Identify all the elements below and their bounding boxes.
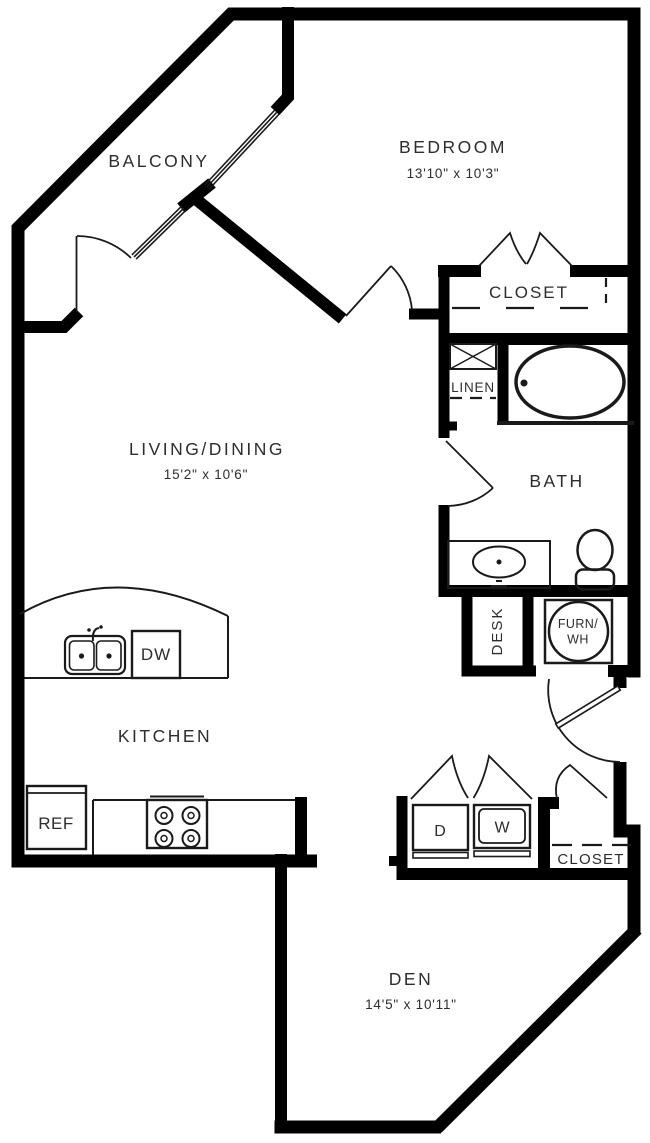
entry-door-leaf xyxy=(554,684,622,730)
desk-label: DESK xyxy=(489,607,506,656)
sink-basin-right xyxy=(95,640,122,671)
bedroom-dims: 13'10" x 10'3" xyxy=(407,166,500,181)
den-dims: 14'5" x 10'11" xyxy=(365,997,457,1012)
burner-center xyxy=(160,811,168,820)
burner-center xyxy=(187,834,195,843)
washer-label: W xyxy=(494,820,510,837)
bedroom-door-arc xyxy=(390,265,413,311)
entry-closet-label: CLOSET xyxy=(557,851,624,868)
entry-door-arc xyxy=(547,678,621,763)
furnace-label-line1: FURN/ xyxy=(558,617,598,631)
slider-panel1-edge xyxy=(204,109,276,186)
burner-icon xyxy=(154,806,174,825)
refrigerator-label: REF xyxy=(38,814,74,833)
living-dining-dims: 15'2" x 10'6" xyxy=(164,467,248,482)
sink-basin-left xyxy=(68,640,95,671)
dashed-lines xyxy=(450,278,631,847)
bedroom-label: BEDROOM xyxy=(399,137,507,157)
balcony-door-arc xyxy=(76,235,132,259)
dryer-label: D xyxy=(434,823,446,840)
tub-faucet-icon xyxy=(520,379,528,387)
burner-icon xyxy=(181,829,201,848)
bathtub-icon xyxy=(514,344,626,420)
vanity-counter xyxy=(447,540,551,589)
slider-panel2-edge2 xyxy=(135,209,187,260)
slider-panel2-edge xyxy=(131,205,183,256)
sink-drain-right xyxy=(106,653,112,659)
bedroom-closet-bifold-left xyxy=(478,231,527,267)
stove-box xyxy=(145,798,209,850)
bath-label: BATH xyxy=(529,471,584,491)
sink-faucet-knob1 xyxy=(87,628,91,632)
entry-right-wall xyxy=(613,762,641,933)
bifold-doors xyxy=(410,231,608,800)
slider-panel1-edge2 xyxy=(208,113,280,190)
washer-box xyxy=(472,803,532,850)
slider-panel1-center xyxy=(206,111,278,188)
sink-drain-left xyxy=(78,653,85,659)
dishwasher-box xyxy=(130,629,182,680)
living-dining-label: LIVING/DINING xyxy=(129,439,285,459)
kitchen-fixtures xyxy=(19,586,295,855)
furnace-water-heater-icon xyxy=(547,600,610,663)
burner-center xyxy=(187,811,195,820)
dryer-box xyxy=(411,803,470,852)
furnace-box xyxy=(543,598,614,665)
bedroom-closet-bifold-right xyxy=(526,231,573,267)
vanity-drain-icon xyxy=(496,559,502,565)
living-bedroom-diagonal-wall xyxy=(188,191,347,324)
laundry-bifold-left xyxy=(410,754,469,800)
den-diagonal-wall xyxy=(432,924,642,1133)
washer-front-strip xyxy=(473,850,531,858)
entry-closet-bifold xyxy=(555,763,608,800)
bath-door-leaf xyxy=(445,440,494,489)
slider-panel2-center xyxy=(133,207,185,258)
bath-door-arc xyxy=(447,487,494,507)
balcony-sliding-doors xyxy=(131,109,280,260)
furnace-label-line2: WH xyxy=(567,633,589,647)
sink-faucet-icon xyxy=(91,627,100,642)
kitchen-counter-arc xyxy=(19,586,229,617)
balcony-label: BALCONY xyxy=(108,151,209,171)
bedroom-door-leaf xyxy=(345,265,392,317)
outer-wall-main xyxy=(11,7,641,867)
burner-icon xyxy=(181,806,201,825)
refrigerator-box xyxy=(25,784,88,851)
kitchen-sink-icon xyxy=(63,634,127,676)
balcony-south-wall xyxy=(11,307,84,333)
linen-shelf-x2 xyxy=(449,343,497,370)
bedroom-closet-label: CLOSET xyxy=(489,283,569,302)
labels: BALCONY BEDROOM 13'10" x 10'3" CLOSET LI… xyxy=(38,137,624,1012)
sink-faucet-knob2 xyxy=(99,625,103,629)
washer-inner-box xyxy=(478,808,526,844)
bath-fixtures xyxy=(447,343,634,665)
walls xyxy=(11,7,642,1134)
linen-shelf-box xyxy=(449,343,497,370)
laundry-bifold-right xyxy=(472,754,533,800)
doors xyxy=(75,235,622,763)
linen-label: LINEN xyxy=(451,380,495,395)
burner-icon xyxy=(154,829,174,848)
kitchen-label: KITCHEN xyxy=(118,726,212,746)
vanity-sink-icon xyxy=(472,545,526,579)
dryer-front-strip xyxy=(412,851,469,859)
burner-center xyxy=(160,834,168,843)
balcony-right-wall xyxy=(270,7,294,116)
dishwasher-label: DW xyxy=(141,645,171,664)
toilet-bowl-icon xyxy=(576,528,614,572)
toilet-tank-icon xyxy=(574,568,616,591)
den-label: DEN xyxy=(389,969,433,989)
laundry-fixtures xyxy=(411,803,532,859)
